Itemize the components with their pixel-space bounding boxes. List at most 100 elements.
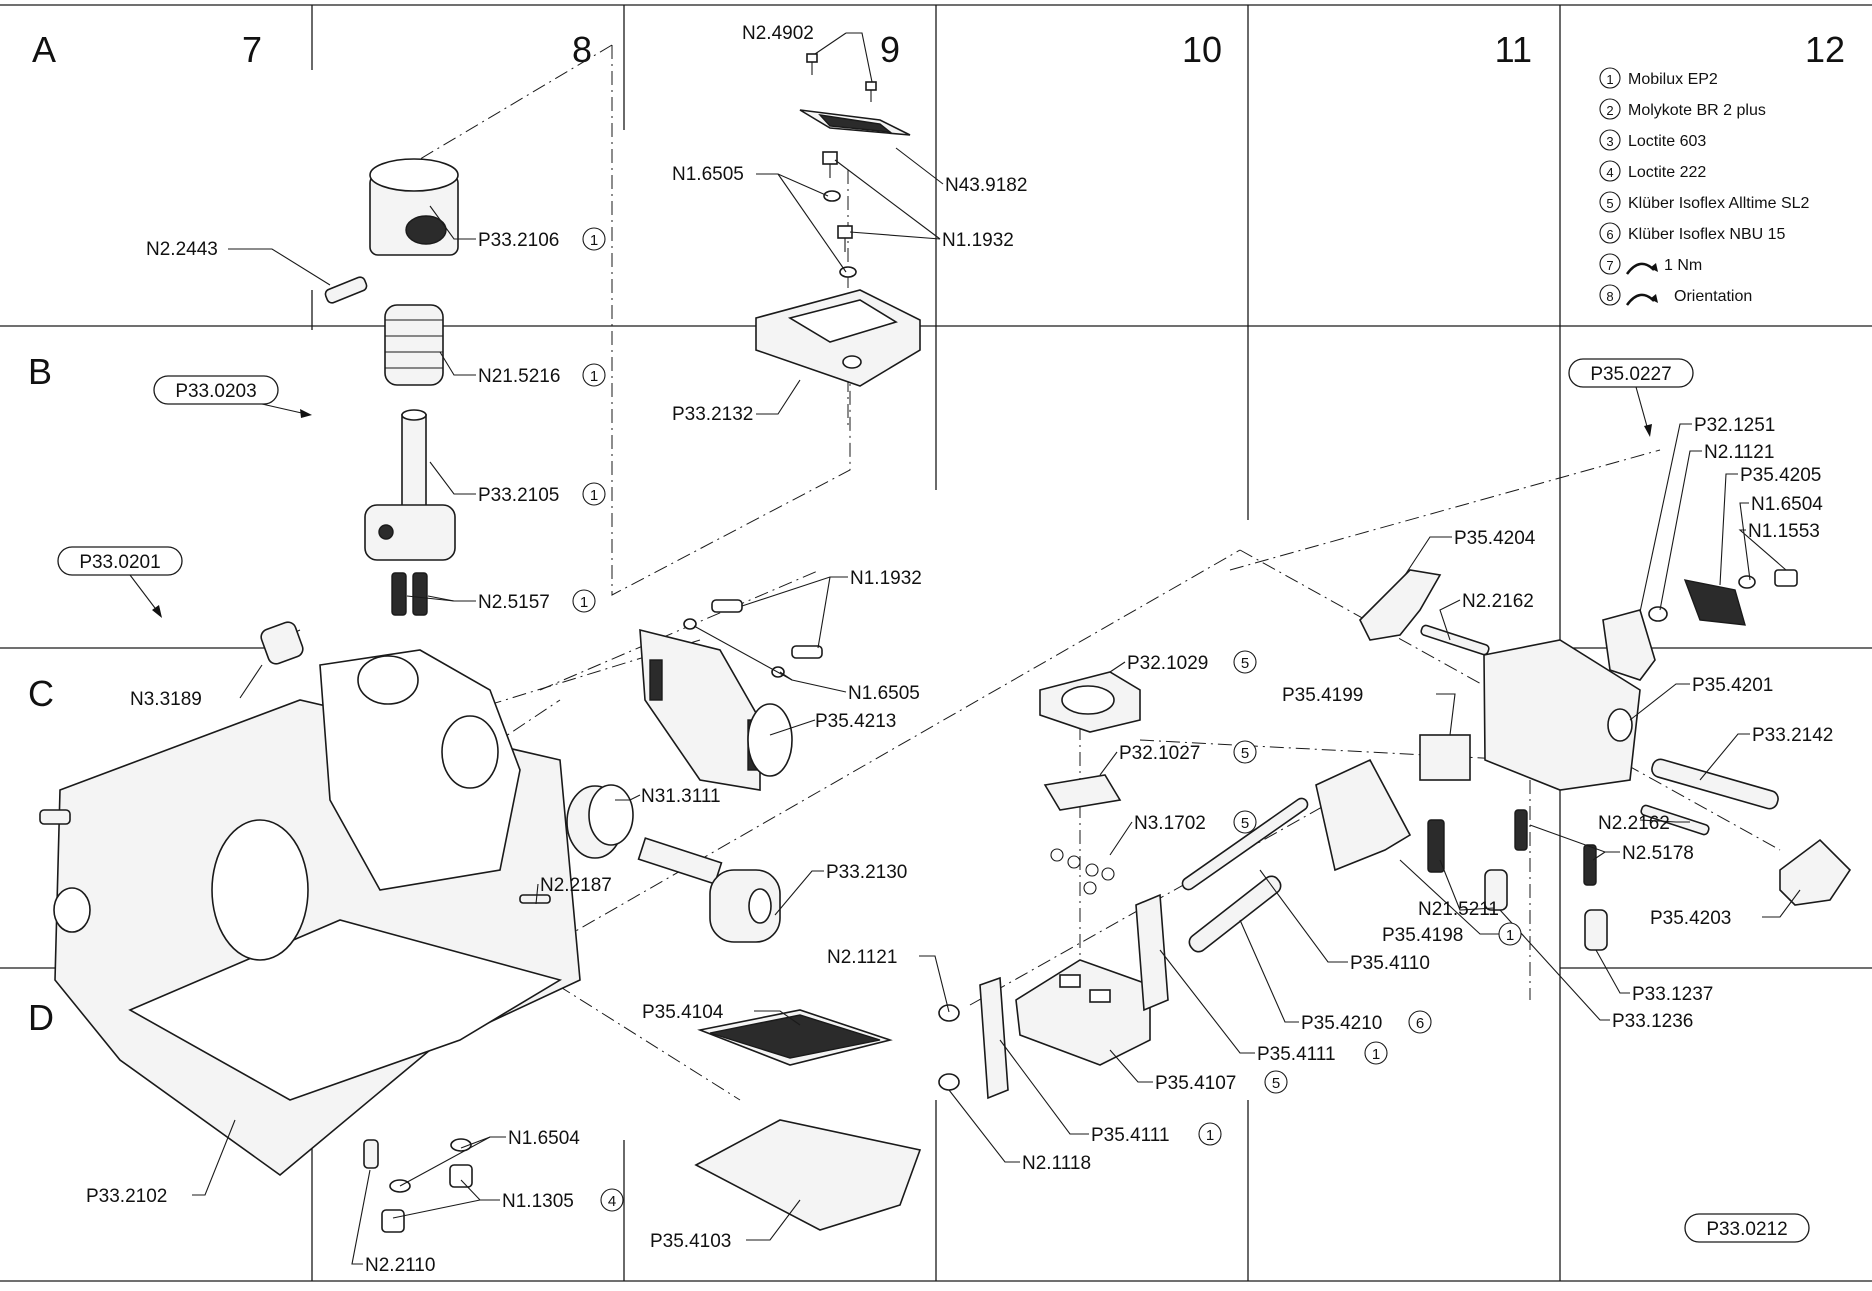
part-label: P35.4205 bbox=[1740, 465, 1821, 486]
reference-tag: P33.0201 bbox=[79, 552, 160, 573]
svg-text:Mobilux EP2: Mobilux EP2 bbox=[1628, 71, 1718, 88]
slider-block bbox=[1419, 734, 1471, 781]
svg-text:4: 4 bbox=[1606, 165, 1613, 180]
part-label: N21.5216 bbox=[478, 366, 560, 387]
part-label: P35.4203 bbox=[1650, 908, 1731, 929]
svg-text:4: 4 bbox=[608, 1193, 616, 1210]
part-label: P33.2102 bbox=[86, 1186, 167, 1207]
part-label: N2.1118 bbox=[1022, 1153, 1091, 1174]
clamp-block bbox=[1039, 671, 1141, 733]
part-label: N21.5211 bbox=[1418, 899, 1499, 920]
upper-block bbox=[1483, 639, 1641, 791]
screw-icon bbox=[806, 53, 877, 102]
svg-text:5: 5 bbox=[1272, 1075, 1280, 1092]
base-plate bbox=[694, 1119, 922, 1231]
lubricant-callouts: 1 1 1 1 5 5 5 1 6 1 5 1 4 bbox=[572, 227, 1522, 1212]
svg-text:1: 1 bbox=[1206, 1127, 1214, 1144]
row-label: B bbox=[28, 351, 52, 392]
part-label: N31.3111 bbox=[641, 786, 721, 807]
link-plate bbox=[979, 976, 1009, 1100]
clamp-part bbox=[1683, 579, 1746, 626]
svg-text:2: 2 bbox=[1606, 103, 1613, 118]
legend-item: 8 Orientation bbox=[1599, 284, 1752, 306]
knob-part bbox=[369, 158, 459, 256]
lever-top bbox=[1359, 569, 1442, 641]
legend-item: 4 Loctite 222 bbox=[1599, 160, 1706, 182]
column-label: 10 bbox=[1182, 29, 1222, 70]
svg-text:5: 5 bbox=[1241, 745, 1249, 762]
part-label: P32.1251 bbox=[1694, 415, 1775, 436]
svg-text:1: 1 bbox=[1506, 927, 1514, 944]
part-label: N1.1932 bbox=[942, 230, 1014, 251]
part-label: N2.2162 bbox=[1462, 591, 1534, 612]
part-label: P33.1237 bbox=[1632, 984, 1713, 1005]
shaft-part bbox=[364, 409, 456, 561]
svg-text:5: 5 bbox=[1606, 196, 1613, 211]
part-label: P33.2142 bbox=[1752, 725, 1833, 746]
legend-item: 3 Loctite 603 bbox=[1599, 129, 1706, 151]
center-lines bbox=[267, 44, 1781, 1101]
part-label: N43.9182 bbox=[945, 175, 1027, 196]
part-label: N2.2187 bbox=[540, 875, 612, 896]
hinge-bracket bbox=[1602, 609, 1656, 681]
svg-text:1 Nm: 1 Nm bbox=[1664, 257, 1702, 274]
svg-text:8: 8 bbox=[1606, 289, 1613, 304]
part-label: P33.2130 bbox=[826, 862, 907, 883]
legend-item: 6 Klüber Isoflex NBU 15 bbox=[1599, 222, 1786, 244]
legend-item: 7 1 Nm bbox=[1599, 253, 1702, 275]
ring-part bbox=[566, 784, 634, 859]
part-label: P32.1029 bbox=[1127, 653, 1208, 674]
part-label: P35.4198 bbox=[1382, 925, 1463, 946]
legend-item: 1 Mobilux EP2 bbox=[1599, 67, 1718, 89]
part-label: N1.6504 bbox=[508, 1128, 580, 1149]
part-label: N2.1121 bbox=[827, 947, 897, 968]
svg-text:1: 1 bbox=[1372, 1046, 1380, 1063]
rod-p35-4210 bbox=[1188, 875, 1282, 953]
part-label: N2.1121 bbox=[1704, 442, 1774, 463]
part-label: P33.1236 bbox=[1612, 1011, 1693, 1032]
legend-item: 2 Molykote BR 2 plus bbox=[1599, 98, 1766, 120]
legend-item: 5 Klüber Isoflex Alltime SL2 bbox=[1599, 191, 1810, 213]
column-label: 8 bbox=[572, 29, 592, 70]
part-label: P33.2132 bbox=[672, 404, 753, 425]
reference-tags: P33.0203 P33.0201 P35.0227 P33.0212 bbox=[57, 358, 1810, 1243]
column-label: 7 bbox=[242, 29, 262, 70]
rod-p35-4110 bbox=[1181, 797, 1309, 891]
part-label: N1.1932 bbox=[850, 568, 922, 589]
svg-text:Loctite 222: Loctite 222 bbox=[1628, 164, 1706, 181]
handle-part bbox=[637, 837, 781, 943]
balls bbox=[1050, 848, 1115, 895]
parts bbox=[39, 53, 1852, 1233]
svg-text:6: 6 bbox=[1416, 1015, 1424, 1032]
part-label: P35.4103 bbox=[650, 1231, 731, 1252]
leader-lines bbox=[192, 32, 1801, 1265]
part-label: N3.3189 bbox=[130, 689, 202, 710]
main-housing bbox=[39, 649, 581, 1177]
part-label: N2.5157 bbox=[478, 592, 550, 613]
reference-tag: P33.0203 bbox=[175, 381, 256, 402]
link-plate bbox=[1135, 893, 1169, 1012]
svg-text:1: 1 bbox=[590, 232, 598, 249]
part-label: N2.4902 bbox=[742, 23, 814, 44]
part-label: N1.1305 bbox=[502, 1191, 574, 1212]
svg-text:5: 5 bbox=[1241, 655, 1249, 672]
svg-text:Molykote BR 2 plus: Molykote BR 2 plus bbox=[1628, 102, 1766, 119]
part-label: N1.1553 bbox=[1748, 521, 1820, 542]
blade-part bbox=[1315, 758, 1412, 872]
row-label: A bbox=[32, 29, 56, 70]
part-label: P35.4201 bbox=[1692, 675, 1773, 696]
reference-tag: P35.0227 bbox=[1590, 364, 1671, 385]
guide-bracket bbox=[639, 628, 793, 791]
part-label: P35.4111 bbox=[1091, 1125, 1170, 1146]
part-label: P35.4213 bbox=[815, 711, 896, 732]
part-label: P35.4107 bbox=[1155, 1073, 1236, 1094]
svg-text:Loctite 603: Loctite 603 bbox=[1628, 133, 1706, 150]
svg-text:Orientation: Orientation bbox=[1674, 288, 1752, 305]
grid-frame bbox=[0, 4, 1872, 1282]
svg-text:5: 5 bbox=[1241, 815, 1249, 832]
svg-text:1: 1 bbox=[580, 594, 588, 611]
row-label: C bbox=[28, 673, 54, 714]
part-label: P33.2106 bbox=[478, 230, 559, 251]
